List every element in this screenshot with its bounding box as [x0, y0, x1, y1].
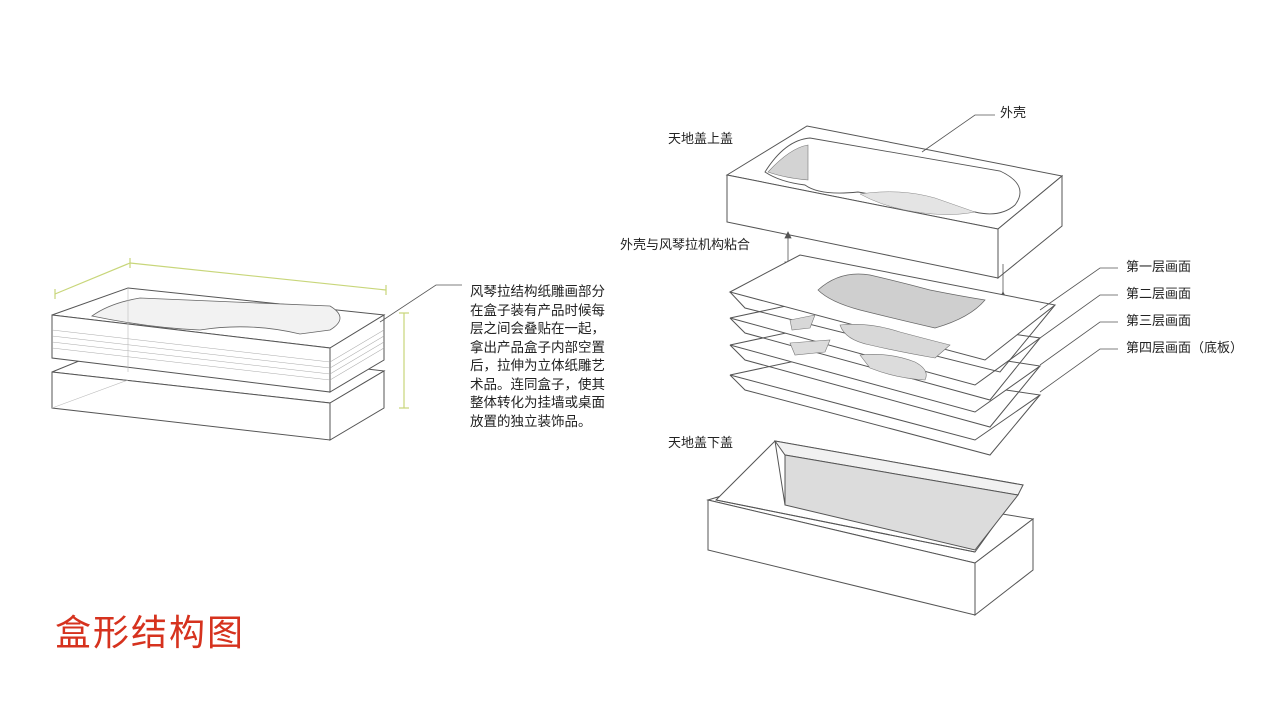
label-lid-bottom: 天地盖下盖: [668, 436, 734, 451]
description-line: 在盒子装有产品时候每: [470, 302, 605, 319]
description-line: 后，拉伸为立体纸雕艺: [470, 358, 605, 374]
label-shell-bond: 外壳与风琴拉机构粘合: [620, 238, 751, 253]
description: 风琴拉结构纸雕画部分 在盒子装有产品时候每 层之间会叠贴在一起， 拿出产品盒子内…: [470, 283, 630, 431]
label-shell: 外壳: [1000, 106, 1027, 121]
description-line: 拿出产品盒子内部空置: [470, 339, 605, 356]
bottom-tray: [706, 440, 1035, 617]
description-line: 整体转化为挂墙或桌面: [470, 395, 605, 411]
label-layer-3: 第三层画面: [1126, 314, 1192, 329]
page-title: 盒形结构图: [55, 613, 246, 654]
description-line: 术品。连同盒子，使其: [470, 376, 605, 393]
description-line: 层之间会叠贴在一起，: [470, 321, 605, 337]
label-layer-2: 第二层画面: [1126, 287, 1192, 302]
label-lid-top: 天地盖上盖: [668, 132, 734, 147]
closed-box: [51, 258, 462, 441]
closed-box-lid: [51, 287, 386, 409]
description-line: 放置的独立装饰品。: [470, 413, 592, 430]
dimension-lines: [54, 258, 409, 409]
shell-leader: [921, 114, 995, 153]
description-line: 风琴拉结构纸雕画部分: [470, 284, 605, 300]
top-lid: [725, 125, 1064, 280]
label-layer-4: 第四层画面（底板）: [1126, 341, 1244, 356]
label-layer-1: 第一层画面: [1126, 260, 1192, 275]
layer-leaders: [1039, 267, 1118, 393]
description-leader: [379, 284, 462, 323]
accordion-layers: [728, 254, 1057, 456]
